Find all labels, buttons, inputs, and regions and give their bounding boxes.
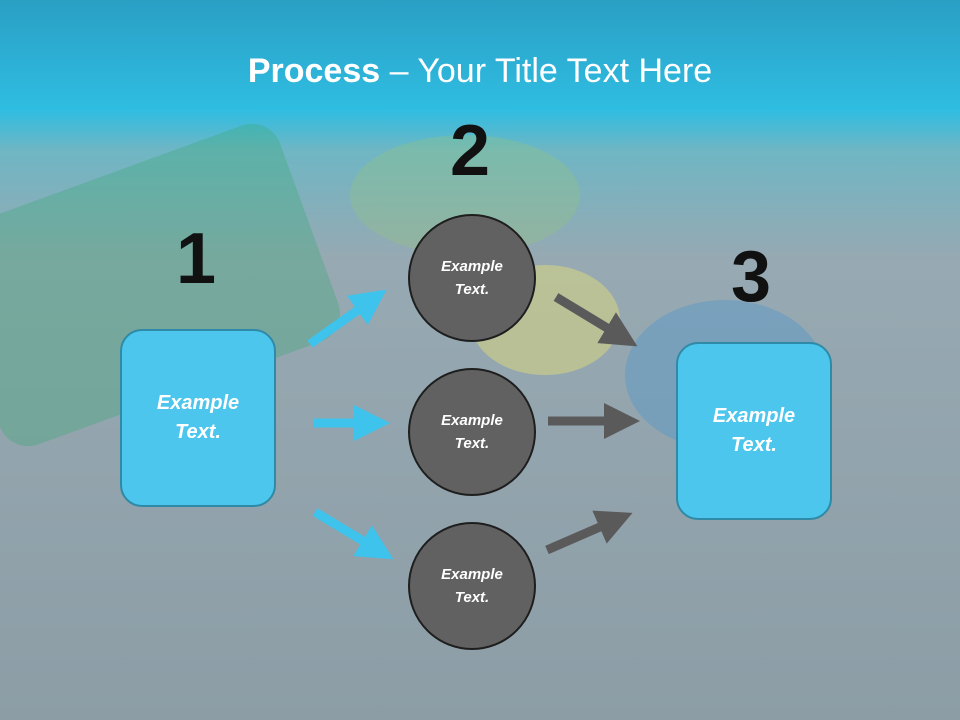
circle-middle-line2: Text. (454, 435, 490, 452)
circle-middle-line1: Example (441, 412, 503, 429)
step1-text-line2: Text. (175, 421, 221, 443)
step3-text-line1: Example (712, 405, 796, 427)
page-title: Process – Your Title Text Here (247, 52, 713, 90)
step-number-3: 3 (731, 237, 772, 317)
step1-text-line1: Example (156, 392, 240, 414)
blue-arrow-down (312, 508, 394, 560)
gray-arrow-down (553, 293, 638, 347)
circle-top-line2: Text. (454, 281, 490, 298)
blue-arrow-up (307, 289, 387, 348)
gray-arrow-up (545, 510, 633, 555)
step3-text-line2: Text. (731, 434, 777, 456)
circle-top-line1: Example (441, 258, 503, 275)
circle-bottom-line2: Text. (454, 589, 490, 606)
step-number-1: 1 (176, 219, 217, 299)
step-number-2: 2 (450, 111, 491, 191)
circle-bottom-line1: Example (441, 566, 503, 583)
